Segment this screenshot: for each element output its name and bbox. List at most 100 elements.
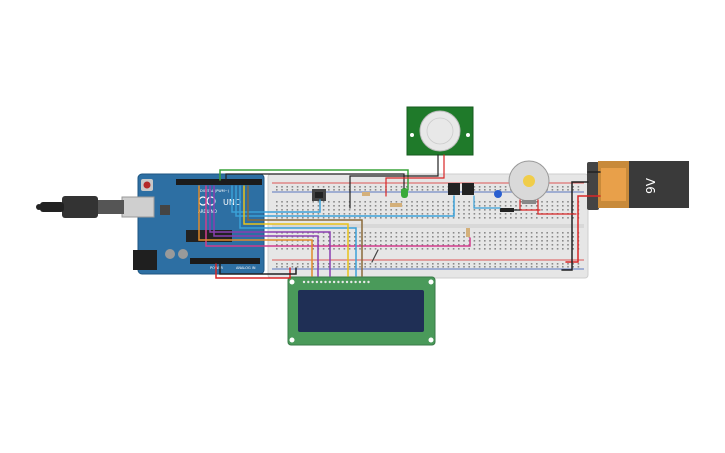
- breadboard-hole: [442, 240, 444, 242]
- breadboard-hole: [426, 266, 429, 268]
- breadboard-hole: [530, 236, 533, 238]
- breadboard-hole: [426, 263, 429, 265]
- breadboard-hole: [411, 266, 413, 268]
- breadboard-hole: [328, 244, 330, 246]
- breadboard-hole: [468, 201, 470, 203]
- breadboard-hole: [395, 236, 398, 238]
- breadboard-hole: [338, 248, 340, 250]
- breadboard-hole: [556, 244, 559, 246]
- breadboard-hole: [296, 232, 299, 234]
- breadboard-hole: [400, 209, 403, 211]
- breadboard-hole: [328, 201, 330, 203]
- led-green[interactable]: [401, 188, 408, 198]
- breadboard-hole: [328, 236, 330, 238]
- breadboard-hole: [343, 244, 346, 246]
- breadboard-hole: [359, 232, 361, 234]
- breadboard-hole: [328, 240, 330, 242]
- lcd-display[interactable]: [287, 276, 436, 346]
- breadboard-hole: [437, 205, 439, 207]
- breadboard-hole: [307, 205, 309, 207]
- breadboard-hole: [380, 248, 382, 250]
- breadboard-hole: [354, 213, 356, 215]
- breadboard-hole: [390, 236, 392, 238]
- lcd-pin: [337, 280, 340, 284]
- breadboard-hole: [525, 232, 528, 234]
- breadboard-hole: [447, 217, 450, 219]
- breadboard-hole: [556, 189, 559, 191]
- pir-sensor[interactable]: [406, 106, 474, 156]
- breadboard-hole: [291, 186, 294, 188]
- breadboard-hole: [307, 263, 309, 265]
- breadboard-hole: [400, 248, 403, 250]
- breadboard-hole: [437, 189, 439, 191]
- breadboard-hole: [291, 240, 294, 242]
- breadboard-hole: [536, 244, 538, 246]
- resistor[interactable]: [390, 203, 402, 207]
- breadboard-hole: [473, 209, 476, 211]
- breadboard-hole: [520, 240, 522, 242]
- breadboard-hole: [504, 213, 507, 215]
- resistor[interactable]: [362, 192, 370, 196]
- breadboard-hole: [374, 209, 377, 211]
- diode[interactable]: [500, 208, 514, 212]
- breadboard-hole: [426, 217, 429, 219]
- battery-9v[interactable]: 9V: [587, 161, 689, 210]
- breadboard-hole: [385, 266, 387, 268]
- breadboard-hole: [354, 240, 356, 242]
- usb-cable[interactable]: [36, 196, 155, 218]
- breadboard-hole: [541, 236, 543, 238]
- breadboard-hole: [380, 205, 382, 207]
- transistor[interactable]: [448, 183, 474, 195]
- breadboard-hole: [359, 189, 361, 191]
- breadboard-hole: [468, 263, 470, 265]
- breadboard-hole: [291, 201, 294, 203]
- breadboard-hole: [484, 266, 486, 268]
- breadboard-hole: [359, 263, 361, 265]
- push-button[interactable]: [312, 189, 326, 201]
- breadboard-hole: [504, 189, 507, 191]
- lcd-screen: [298, 290, 424, 332]
- resistor[interactable]: [466, 228, 470, 237]
- breadboard-hole: [515, 205, 517, 207]
- lcd-pin: [332, 280, 336, 284]
- breadboard-hole: [494, 263, 496, 265]
- breadboard-hole: [452, 217, 455, 219]
- breadboard-hole: [406, 266, 408, 268]
- breadboard-hole: [374, 213, 377, 215]
- breadboard-hole: [426, 209, 429, 211]
- breadboard-hole: [562, 263, 564, 265]
- breadboard-hole: [499, 236, 502, 238]
- breadboard-hole: [484, 189, 486, 191]
- breadboard-hole: [541, 263, 543, 265]
- breadboard-hole: [426, 205, 429, 207]
- breadboard-hole: [395, 244, 398, 246]
- breadboard-hole: [343, 217, 346, 219]
- breadboard-hole: [452, 240, 455, 242]
- breadboard-hole: [302, 244, 304, 246]
- breadboard-hole: [473, 263, 476, 265]
- breadboard-hole: [322, 201, 325, 203]
- breadboard-hole: [302, 240, 304, 242]
- breadboard-hole: [416, 186, 418, 188]
- pir-dome-icon: [419, 110, 461, 152]
- breadboard-hole: [328, 205, 330, 207]
- breadboard-hole: [556, 263, 559, 265]
- breadboard-hole: [484, 240, 486, 242]
- dc-motor[interactable]: [508, 160, 550, 204]
- breadboard-hole: [489, 217, 491, 219]
- breadboard-hole: [385, 217, 387, 219]
- breadboard-hole: [281, 236, 283, 238]
- breadboard-hole: [374, 240, 377, 242]
- lcd-pin: [311, 280, 314, 284]
- breadboard-hole: [541, 201, 543, 203]
- breadboard-hole: [541, 209, 543, 211]
- breadboard-hole: [276, 244, 278, 246]
- breadboard-hole: [510, 240, 512, 242]
- capacitor[interactable]: [494, 190, 502, 198]
- breadboard-hole: [499, 240, 502, 242]
- breadboard-hole: [556, 201, 559, 203]
- breadboard-hole: [499, 266, 502, 268]
- breadboard-hole: [494, 201, 496, 203]
- breadboard-hole: [416, 266, 418, 268]
- breadboard-hole: [380, 217, 382, 219]
